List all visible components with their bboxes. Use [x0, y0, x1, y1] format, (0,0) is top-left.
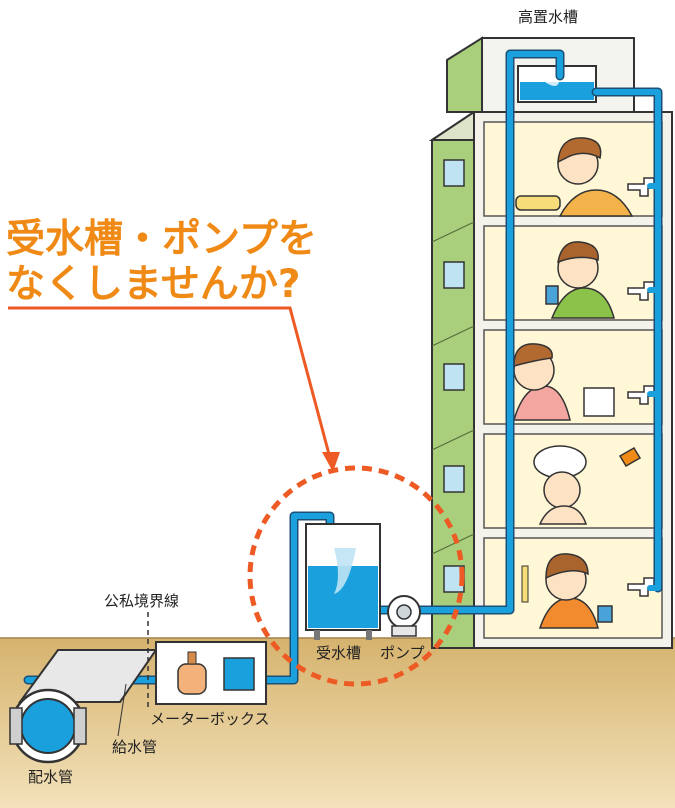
- service-pipe-pointer: [117, 683, 127, 737]
- side-window: [443, 465, 465, 493]
- penthouse-side: [446, 36, 483, 113]
- person-brushing-teeth: [521, 553, 613, 629]
- person-laundry: [512, 343, 615, 421]
- highlight-circle: [247, 465, 465, 687]
- floor-seam: [431, 325, 475, 347]
- callout-arrowhead: [322, 452, 340, 472]
- person-washing-dishes: [515, 137, 634, 217]
- distribution-main-pipe: [9, 649, 158, 764]
- label-meter-box: メーターボックス: [150, 710, 270, 728]
- side-window: [443, 363, 465, 391]
- side-window: [443, 159, 465, 187]
- headline-line-1: 受水槽・ポンプを: [6, 217, 317, 262]
- receiving-water-tank: [305, 523, 381, 640]
- label-elevated-tank: 高置水槽: [518, 8, 578, 26]
- meter-box: [155, 641, 267, 705]
- pump-icon: [387, 595, 421, 637]
- side-window: [443, 261, 465, 289]
- callout-leader-line: [8, 306, 332, 459]
- label-boundary-line: 公私境界線: [104, 592, 179, 610]
- label-pump: ポンプ: [380, 644, 425, 662]
- floor-seam: [431, 429, 475, 451]
- label-service-pipe: 給水管: [112, 738, 157, 756]
- person-drinking: [545, 241, 615, 319]
- floor-seam: [431, 221, 475, 243]
- label-distribution-main: 配水管: [28, 768, 73, 786]
- label-receiving-tank: 受水槽: [316, 644, 361, 662]
- building: [428, 36, 673, 649]
- floor-seam: [431, 533, 475, 555]
- headline-line-2: なくしませんか?: [6, 262, 300, 307]
- person-shower: [533, 445, 642, 525]
